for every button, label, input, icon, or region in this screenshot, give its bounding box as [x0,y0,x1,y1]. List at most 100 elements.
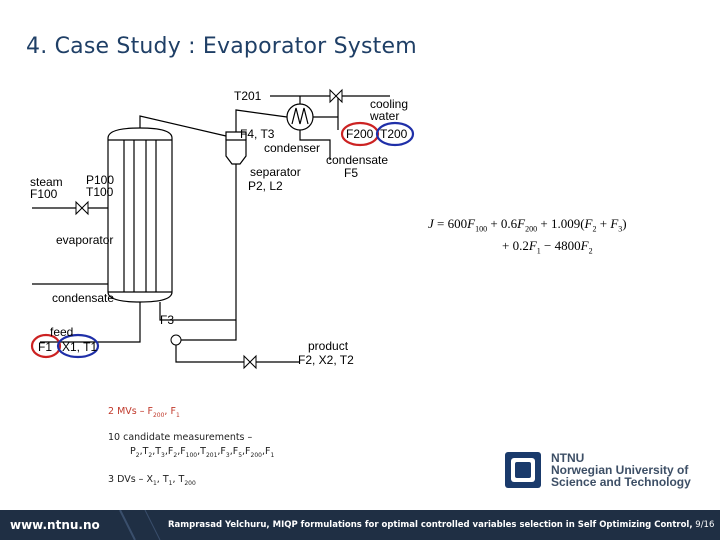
label-condensate-left: condensate [52,291,115,305]
label-condenser: condenser [264,141,321,155]
measurement-symbol: ,F [217,446,226,457]
eq-symbol: J [428,216,434,231]
measurement-symbol: ,F [242,446,251,457]
label-condensate-right: condensate [326,153,389,167]
separator-vessel [225,139,247,165]
measurement-subscript: 5 [238,451,243,459]
equation-line-2: + 0.2F1 − 4800F2 [502,238,627,256]
label-f4-t3: F4, T3 [240,127,275,141]
label-separator: separator [250,165,301,179]
equation-line-1: J = 600F100 + 0.6F200 + 1.009(F2 + F3) [428,216,627,234]
label-t200: T200 [380,127,408,141]
label-feed: feed [50,325,74,339]
footer-decoration [119,510,161,540]
product-valve [243,354,257,370]
label-t100: T100 [86,185,114,199]
eq-subscript: 100 [475,224,488,234]
notes-subscript: 1 [168,479,173,487]
notes-subscript: 1 [175,411,180,419]
eq-term: + 0.6 [487,216,518,231]
eq-subscript: 1 [536,246,541,256]
dvs-line: 3 DVs – X1, T1, T200 [108,474,196,487]
eq-subscript: 2 [588,246,593,256]
eq-symbol: F [517,216,526,231]
logo-line: NTNU [551,451,585,465]
citation-text: Ramprasad Yelchuru, MIQP formulations fo… [168,520,693,530]
label-cooling: cooling [370,97,409,111]
measurement-subscript: 201 [205,451,218,459]
measurement-subscript: 1 [270,451,275,459]
measurement-symbol: ,T [197,446,206,457]
notes-text: , T [156,474,169,485]
label-steam: steam [30,175,63,189]
measurement-subscript: 200 [250,451,262,459]
eq-term: + 0.2 [502,237,529,253]
mvs-line: 2 MVs – F200, F1 [108,406,180,419]
notes-subscript: 1 [152,479,157,487]
t200-highlight [375,121,415,147]
eq-symbol: F [528,237,537,253]
measurement-symbol: ,F [229,446,239,457]
label-x1-t1: X1, T1 [62,340,98,354]
eq-subscript: 2 [592,224,597,234]
label-p100: P100 [86,173,115,187]
label-f5: F5 [344,166,359,180]
condenser-vessel [286,103,314,131]
footer-citation: Ramprasad Yelchuru, MIQP formulations fo… [168,520,714,530]
label-water: water [370,109,400,123]
evaporator-process-diagram: T201 cooling water F4, T3 F200 T200 cond… [0,80,430,380]
condenser-coil [291,107,309,125]
notes-subscript: 200 [152,411,165,419]
notes-subscript: 200 [184,479,196,487]
label-f2-x2-t2: F2, X2, T2 [298,353,354,367]
label-evaporator: evaporator [56,233,114,247]
product-line [175,340,300,363]
measurement-symbol: ,F [177,446,186,457]
eq-term: − 4800 [540,237,581,253]
steam-valve [75,200,89,216]
eq-symbol: F [580,237,589,253]
label-f100: F100 [30,187,58,201]
evaporator-vessel [107,127,173,303]
measurement-symbol: ,T [152,446,162,457]
ntnu-logo: NTNU Norwegian University of Science and… [505,452,705,494]
notes-text: , T [172,474,185,485]
eq-term: + 1.009( [537,216,585,231]
notes-text: 3 DVs – X [108,474,153,485]
eq-term: + [596,216,611,231]
notes-text: 2 MVs – F [108,406,153,417]
label-f3: F3 [160,313,175,327]
logo-line: Norwegian University of [551,463,689,477]
label-p2-l2: P2, L2 [248,179,283,193]
process-flow-svg [30,88,415,370]
footer-url[interactable]: www.ntnu.no [10,518,100,532]
label-f1: F1 [38,340,53,354]
x1t1-highlight [56,333,100,359]
eq-symbol: F [610,216,619,231]
logo-line: Science and Technology [551,475,691,489]
measurement-symbol: ,F [261,446,271,457]
measurement-symbol: P [130,446,136,457]
notes-text: , F [164,406,176,417]
measurement-subscript: 3 [225,451,230,459]
eq-symbol: F [467,216,476,231]
measurement-subscript: 3 [161,451,165,459]
cooling-valve [329,88,343,104]
ntnu-logo-text: NTNU Norwegian University of Science and… [551,452,691,488]
feed-line [40,302,141,343]
eq-subscript: 3 [618,224,623,234]
measurement-subscript: 100 [185,451,198,459]
slide-title: 4. Case Study : Evaporator System [26,34,417,59]
label-t201: T201 [234,89,262,103]
pump-symbol [170,334,182,346]
measurement-symbol: ,F [164,446,174,457]
measurement-subscript: 2 [173,451,178,459]
label-f200: F200 [346,127,374,141]
eq-term: ) [622,216,627,231]
eq-subscript: 200 [525,224,538,234]
measurement-symbol: ,T [139,446,149,457]
eq-symbol: F [584,216,593,231]
f1-highlight [30,333,62,359]
candidate-measurements-list: P2,T2,T3,F2,F100,T201,F3,F5,F200,F1 [130,446,274,459]
measurement-subscript: 2 [148,451,153,459]
